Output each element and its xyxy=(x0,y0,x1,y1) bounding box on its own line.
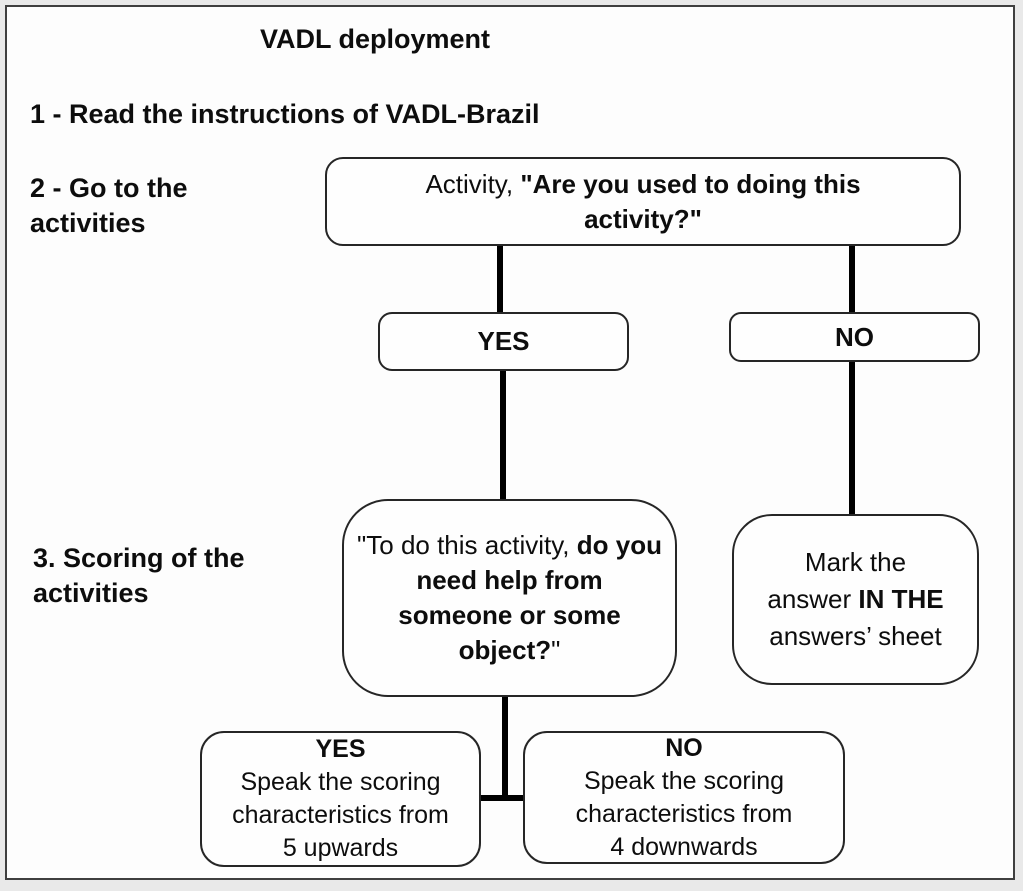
connector-no-to-mark xyxy=(849,360,855,516)
no-outcome-line-1: Speak the scoring xyxy=(583,766,785,795)
no-outcome-line-2: characteristics from xyxy=(575,799,793,828)
yes-branch-box: YES xyxy=(378,312,629,371)
no-outcome-heading: NO xyxy=(665,733,703,762)
mark-answer-line-1: Mark the xyxy=(804,547,907,577)
step-2-label: 2 - Go to the activities xyxy=(30,173,188,238)
yes-outcome-heading: YES xyxy=(315,735,366,763)
connector-activity-to-yes xyxy=(497,244,503,314)
connector-yes-to-help xyxy=(500,369,506,501)
mark-answer-line-3: answers’ sheet xyxy=(769,621,942,651)
mark-answer-line-2: answer IN THE xyxy=(767,584,944,614)
activity-question-box: Activity, "Are you used to doing this ac… xyxy=(325,157,961,246)
connector-outcomes-foot xyxy=(480,795,525,801)
diagram-frame xyxy=(5,5,1015,880)
activity-question-text: Activity, "Are you used to doing this ac… xyxy=(425,168,861,234)
mark-answer-box: Mark the answer IN THE answers’ sheet xyxy=(732,514,979,685)
yes-outcome-line-3: 5 upwards xyxy=(282,834,399,862)
no-outcome-box: NO Speak the scoring characteristics fro… xyxy=(523,731,845,864)
connector-help-to-outcomes xyxy=(502,694,508,798)
step-1-label: 1 - Read the instructions of VADL-Brazil xyxy=(30,99,540,129)
diagram-title: VADL deployment xyxy=(260,24,491,54)
connector-activity-to-no xyxy=(849,244,855,314)
help-question-text: "To do this activity, do you need help f… xyxy=(357,530,662,665)
yes-outcome-line-1: Speak the scoring xyxy=(240,768,441,796)
step-3-label: 3. Scoring of the activities xyxy=(33,543,245,608)
no-branch-label: NO xyxy=(835,321,874,352)
yes-outcome-box: YES Speak the scoring characteristics fr… xyxy=(200,731,481,867)
yes-branch-label: YES xyxy=(477,326,530,356)
no-outcome-line-3: 4 downwards xyxy=(610,832,758,861)
help-question-box: "To do this activity, do you need help f… xyxy=(342,499,677,697)
no-branch-box: NO xyxy=(729,312,980,362)
yes-outcome-line-2: characteristics from xyxy=(232,801,449,829)
